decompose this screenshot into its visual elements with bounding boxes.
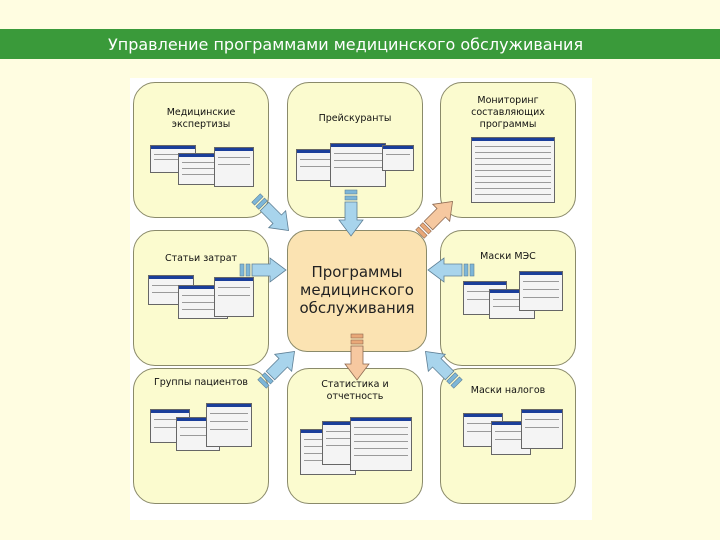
arrow-mes-to-center [427,257,475,283]
page-title: Управление программами медицинского обсл… [108,35,584,54]
card-monitoring-label: Мониторинг составляющих программы [471,95,545,130]
arrow-expertise-to-center [247,189,298,240]
arrow-center-to-statistics [344,333,370,381]
card-price-lists: Прейскуранты [287,82,423,218]
arrow-costs-to-center [239,257,287,283]
card-monitoring: Мониторинг составляющих программы [440,82,576,218]
card-mes-masks-label: Маски МЭС [480,251,536,262]
card-medical-expertise-label: Медицинские экспертизы [166,107,236,130]
card-mes-masks: Маски МЭС [440,230,576,366]
center-label: Программы медицинского обслуживания [299,263,415,317]
arrow-pricelists-to-center [338,189,364,237]
card-statistics-label: Статистика и отчетность [321,379,389,402]
arrow-center-to-monitoring [411,192,462,243]
card-medical-expertise: Медицинские экспертизы [133,82,269,218]
card-patient-groups: Группы пациентов [133,368,269,504]
arrow-taxes-to-center [416,342,467,393]
card-tax-masks-label: Маски налогов [470,385,546,396]
card-cost-items: Статьи затрат [133,230,269,366]
arrow-patients-to-center [253,342,304,393]
card-patient-groups-label: Группы пациентов [153,377,249,388]
card-statistics: Статистика и отчетность [287,368,423,504]
card-cost-items-label: Статьи затрат [164,253,238,264]
title-bar: Управление программами медицинского обсл… [0,29,720,59]
card-price-lists-label: Прейскуранты [318,113,392,124]
card-tax-masks: Маски налогов [440,368,576,504]
center-node: Программы медицинского обслуживания [287,230,427,352]
